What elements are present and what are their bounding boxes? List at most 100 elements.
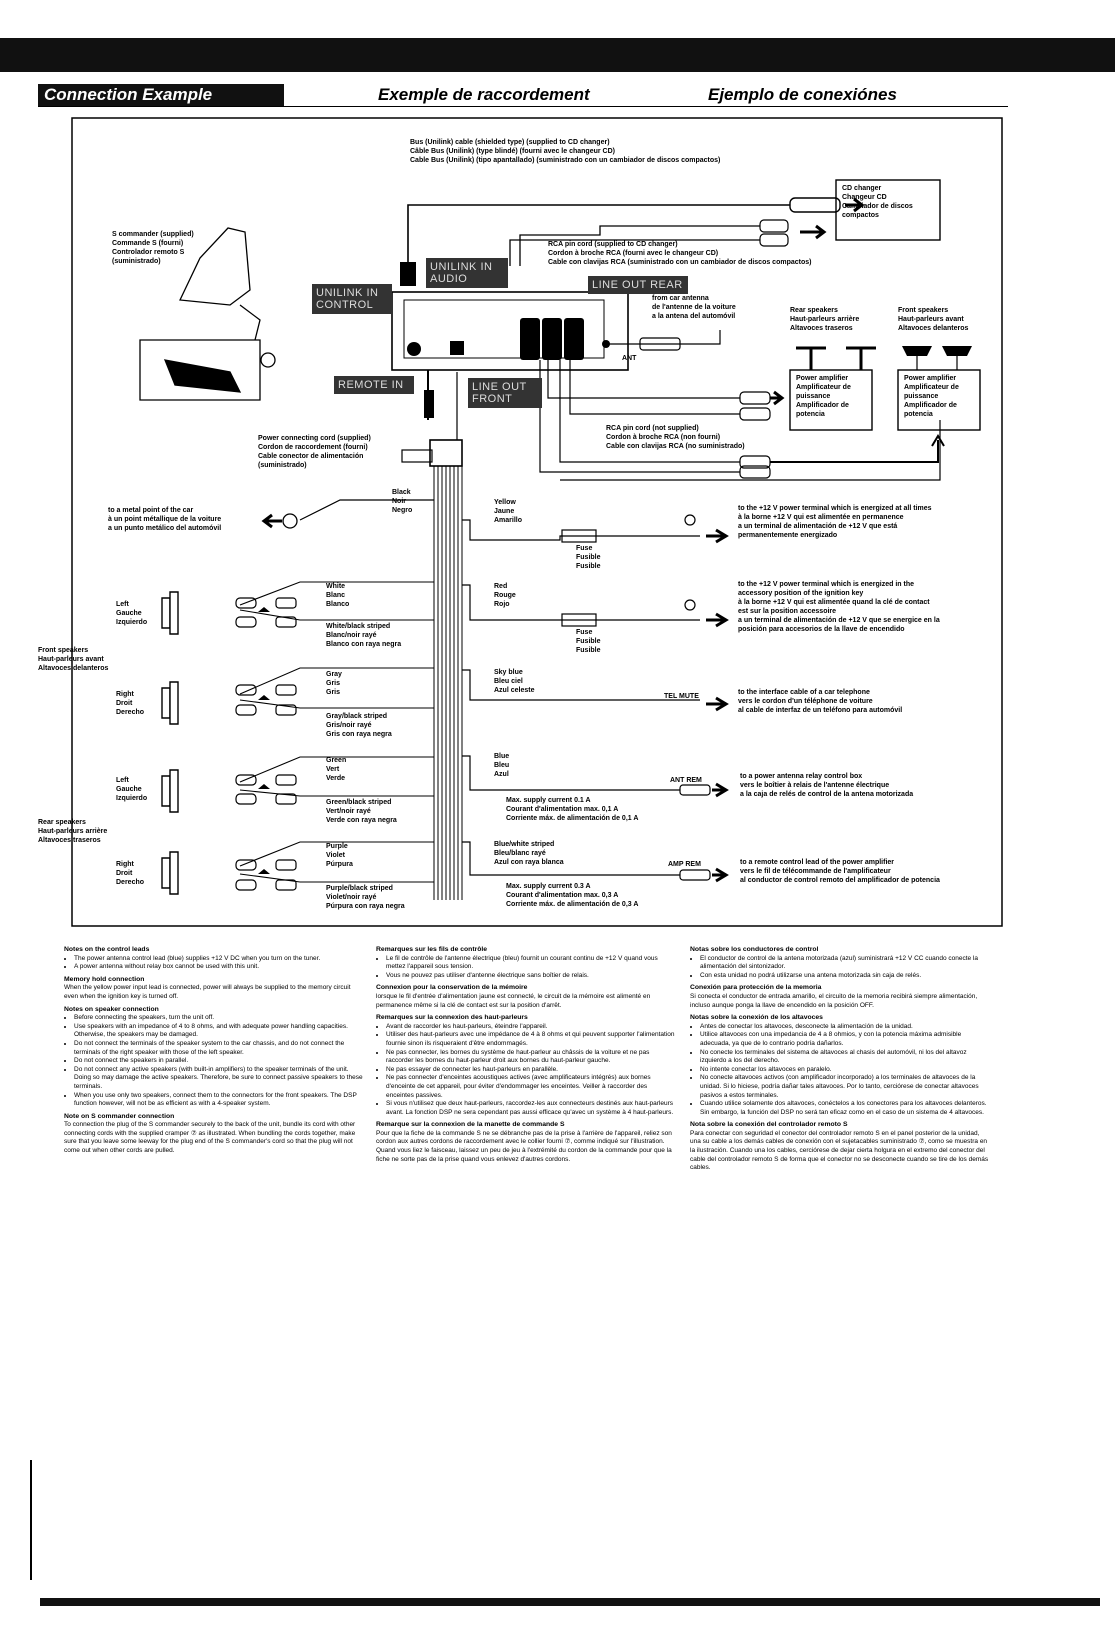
notes-es-bullet: No conecte altavoces activos (con amplif…: [700, 1074, 990, 1100]
notes-en-bullet: The power antenna control lead (blue) su…: [74, 955, 364, 964]
label-red-destination: to the +12 V power terminal which is ene…: [738, 581, 940, 633]
speaker-connectors: [235, 597, 297, 891]
notes-fr-title-2: Connexion pour la conservation de la mém…: [376, 984, 528, 992]
label-rca-not-supplied: RCA pin cord (not supplied)Cordon à broc…: [606, 425, 745, 450]
label-bus-cable: Bus (Unilink) cable (shielded type) (sup…: [410, 139, 721, 164]
notes-spanish: Notas sobre los conductores de control E…: [690, 942, 990, 1173]
bus-cable: [407, 204, 790, 268]
label-rca-changer: RCA pin cord (supplied to CD changer)Cor…: [548, 241, 812, 266]
tag-line-out-rear: LINE OUT REAR: [588, 276, 688, 294]
notes-es-title-2: Conexión para protección de la memoria: [690, 984, 822, 992]
notes-en-title-3: Notes on speaker connection: [64, 1005, 159, 1013]
rca-changer-cable-1: [519, 225, 760, 266]
label-power-cord: Power connecting cord (supplied)Cordon d…: [258, 435, 371, 469]
notes-fr-bullet: Utiliser des haut-parleurs avec une impé…: [386, 1031, 676, 1048]
rca-jack-1: [520, 318, 540, 360]
notes-en-title-4: Note on S commander connection: [64, 1112, 175, 1120]
heading-rule: [38, 106, 1008, 107]
unilink-control-jack: [407, 342, 421, 356]
tag-unilink-control: UNILINK IN CONTROL: [312, 284, 392, 314]
speaker-wires: [239, 581, 434, 883]
notes-en-bullet: Before connecting the speakers, turn the…: [74, 1014, 364, 1023]
rca-amp-cable-1: [547, 360, 740, 399]
heading-english: Connection Example: [38, 84, 284, 106]
blue-wire: [462, 755, 680, 791]
notes-en-bullet: When you use only two speakers, connect …: [74, 1092, 364, 1109]
notes-fr-title-4: Remarque sur la connexion de la manette …: [376, 1121, 565, 1129]
blue-white-wire: [462, 841, 680, 876]
label-tel-destination: to the interface cable of a car telephon…: [738, 689, 903, 714]
notes-en-title-1: Notes on the control leads: [64, 946, 150, 953]
notes-en-text: To connection the plug of the S commande…: [64, 1121, 356, 1155]
label-ant-rem: ANT REM: [670, 777, 702, 784]
notes-fr-bullet: Vous ne pouvez pas utiliser d'antenne él…: [386, 972, 676, 981]
label-amp-rem-destination: to a remote control lead of the power am…: [740, 859, 940, 884]
notes-fr-bullet: Le fil de contrôle de l'antenne électriq…: [386, 955, 676, 972]
tag-unilink-audio: UNILINK IN AUDIO: [426, 258, 508, 288]
notes-fr-text: lorsque le fil d'entrée d'alimentation j…: [376, 992, 651, 1009]
arrow-front-amp: [770, 434, 945, 463]
notes-en-bullet: Use speakers with an impedance of 4 to 8…: [74, 1023, 364, 1040]
label-s-commander: S commander (supplied)Commande S (fourni…: [112, 231, 194, 265]
notes-en-text: When the yellow power input lead is conn…: [64, 984, 351, 1000]
rca-amp-cable-3: [559, 360, 740, 463]
yellow-wire: [462, 519, 700, 541]
notes-en-bullet: A power antenna without relay box cannot…: [74, 963, 364, 972]
arrow-cd: [845, 197, 865, 213]
heading-spanish: Ejemplo de conexiónes: [708, 85, 897, 104]
rca-amp-cable-2: [569, 360, 740, 415]
scan-artifact-left: [30, 1460, 32, 1580]
power-amp-rear-box: [789, 369, 873, 431]
bus-connector: [789, 197, 841, 213]
bus-plug: [400, 262, 416, 286]
head-unit-panel: [391, 291, 629, 371]
notes-fr-bullet: Ne pas connecter, les bornes du système …: [386, 1049, 676, 1066]
power-amp-front-box: [897, 369, 981, 431]
notes-es-bullet: No conecte los terminales del sistema de…: [700, 1049, 990, 1066]
notes-es-bullet: Con esta unidad no podrá utilizarse una …: [700, 972, 990, 981]
cd-changer-box: [835, 179, 941, 241]
heading-french: Exemple de raccordement: [378, 85, 590, 104]
notes-fr-bullet: Ne pas essayer de connecter les haut-par…: [386, 1066, 676, 1075]
notes-es-text: Para conectar con seguridad el conector …: [690, 1129, 989, 1172]
notes-fr-text: Pour que la fiche de la commande S ne se…: [376, 1129, 672, 1163]
notes-en-bullet: Do not connect any active speakers (with…: [74, 1066, 364, 1092]
head-unit-inner: [403, 299, 605, 359]
speaker-icons: [161, 591, 179, 895]
notes-es-title-1: Notas sobre los conductores de control: [690, 946, 819, 953]
notes-fr-title-3: Remarques sur la connexion des haut-parl…: [376, 1014, 528, 1022]
rca-jack-2: [542, 318, 562, 360]
red-wire: [462, 584, 700, 621]
harness-bundle: [433, 466, 463, 900]
notes-fr-bullet: Si vous n'utilisez que deux haut-parleur…: [386, 1100, 676, 1117]
notes-es-bullet: Utilice altavoces con una impedancia de …: [700, 1031, 990, 1048]
notes-es-text: Si conecta el conductor de entrada amari…: [690, 992, 978, 1009]
top-black-bar: [0, 38, 1115, 72]
